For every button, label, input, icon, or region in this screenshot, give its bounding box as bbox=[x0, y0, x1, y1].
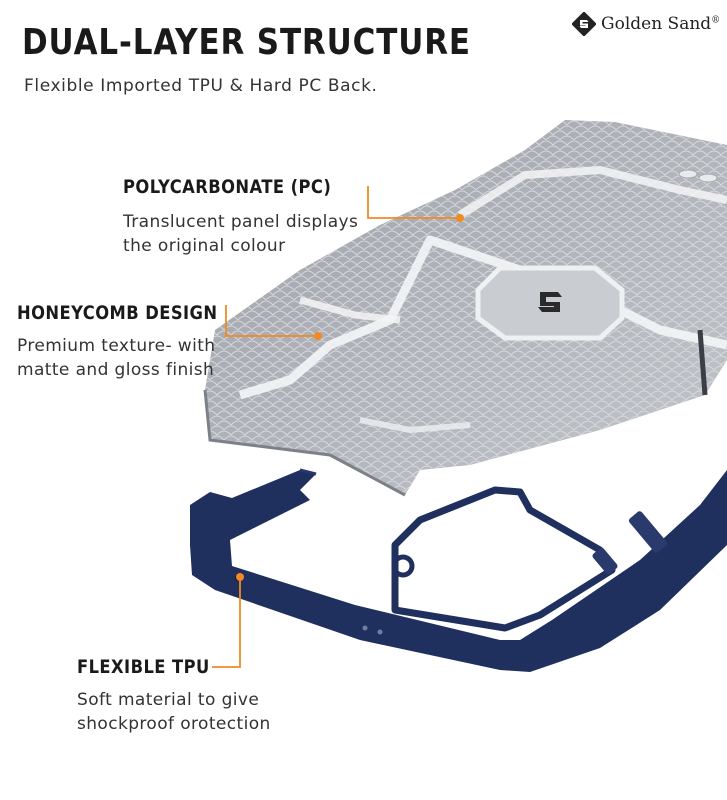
honeycomb-callout-line bbox=[225, 305, 316, 337]
page-subtitle: Flexible Imported TPU & Hard PC Back. bbox=[24, 76, 378, 96]
description-line: Premium texture- with bbox=[17, 336, 216, 356]
feature-title-polycarbonate: POLYCARBONATE (PC) bbox=[123, 176, 332, 198]
tpu-callout-line bbox=[212, 578, 241, 668]
description-line: Translucent panel displays bbox=[123, 212, 359, 232]
brand-logo: Golden Sand® bbox=[572, 12, 720, 36]
feature-title-honeycomb: HONEYCOMB DESIGN bbox=[17, 302, 218, 324]
callout-leader-lines bbox=[212, 186, 458, 668]
pc-back-panel bbox=[203, 120, 727, 497]
description-line: Soft material to give bbox=[77, 690, 260, 710]
honeycomb-callout-dot bbox=[314, 332, 322, 340]
feature-description-honeycomb: Premium texture- with matte and gloss fi… bbox=[17, 334, 215, 382]
feature-description-polycarbonate: Translucent panel displays the original … bbox=[123, 210, 358, 258]
brand-name: Golden Sand® bbox=[601, 14, 721, 34]
pc-callout-line bbox=[367, 186, 458, 219]
feature-description-flexible-tpu: Soft material to give shockproof orotect… bbox=[77, 688, 271, 736]
description-line: shockproof orotection bbox=[77, 714, 271, 734]
golden-sand-logo-icon bbox=[538, 292, 562, 312]
tpu-callout-dot bbox=[236, 573, 244, 581]
callout-dots bbox=[236, 214, 464, 581]
golden-sand-logo-icon bbox=[572, 12, 596, 36]
page-title: DUAL-LAYER STRUCTURE bbox=[22, 22, 471, 63]
description-line: the original colour bbox=[123, 236, 286, 256]
description-line: matte and gloss finish bbox=[17, 360, 215, 380]
feature-title-flexible-tpu: FLEXIBLE TPU bbox=[77, 656, 210, 678]
pc-callout-dot bbox=[456, 214, 464, 222]
registered-mark: ® bbox=[711, 15, 721, 26]
tpu-bumper-frame bbox=[190, 468, 727, 672]
